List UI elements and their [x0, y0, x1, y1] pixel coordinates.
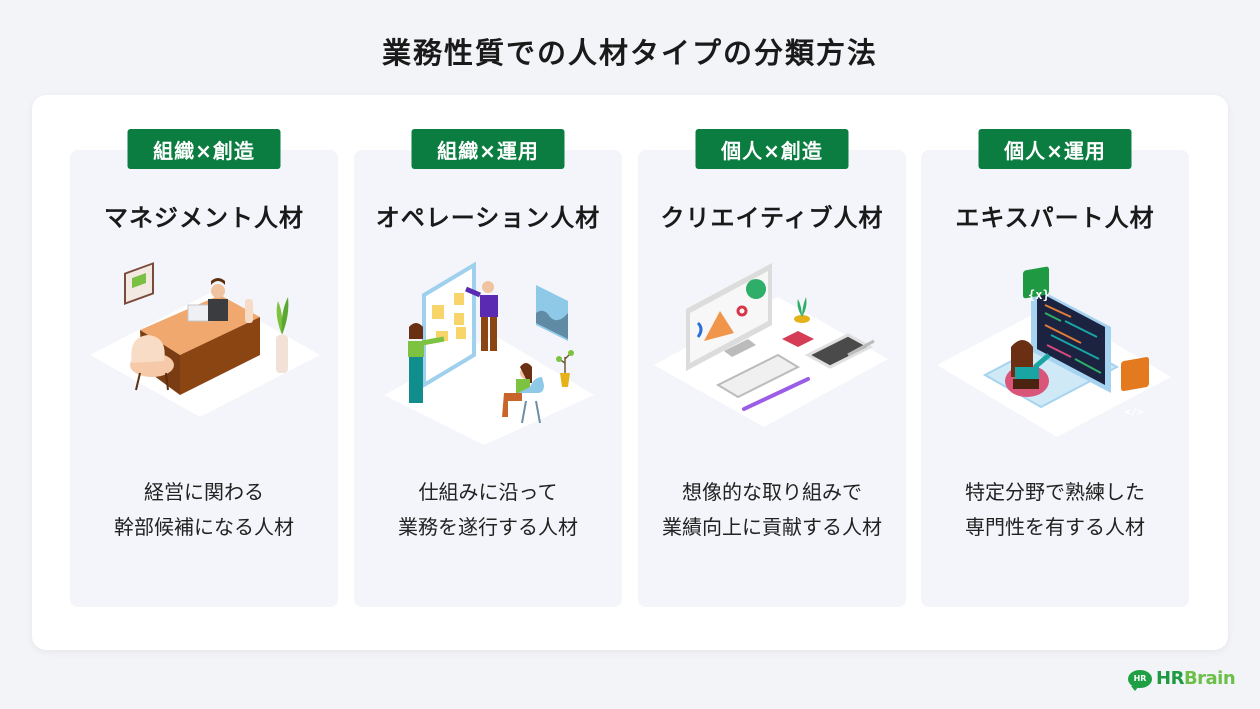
logo-brain-text: Brain	[1183, 668, 1236, 689]
description-line-2: 専門性を有する人材	[965, 515, 1145, 539]
speech-bubble-icon: HR	[1128, 669, 1152, 691]
type-card-operation: 組織×運用 オペレーション人材 仕組みに沿って 業務を遂行する	[354, 129, 622, 607]
svg-text:</>: </>	[1125, 407, 1143, 418]
logo-hr-text: HR	[1156, 668, 1184, 689]
type-title: クリエイティブ人材	[660, 204, 884, 232]
hrbrain-logo: HR HRBrain	[1128, 668, 1236, 691]
type-description: 経営に関わる 幹部候補になる人材	[70, 475, 338, 545]
description-line-1: 特定分野で熟練した	[965, 480, 1145, 504]
type-card-expert: 個人×運用 エキスパート人材 {x} </> 特定分野で熟練した 専門性を有する…	[921, 129, 1189, 607]
programmer-laptop-illustration: {x} </>	[937, 266, 1171, 437]
page-title: 業務性質での人材タイプの分類方法	[381, 36, 878, 70]
logo-wordmark: HRBrain	[1156, 668, 1236, 689]
description-line-1: 経営に関わる	[144, 480, 264, 504]
type-title: エキスパート人材	[955, 204, 1155, 232]
type-title: オペレーション人材	[375, 204, 601, 232]
type-card-management: 組織×創造 マネジメント人材 経営に関わる 幹部候補になる人材	[70, 129, 338, 607]
description-line-1: 想像的な取り組みで	[682, 480, 862, 504]
category-badge: 個人×運用	[978, 129, 1132, 169]
category-badge: 個人×創造	[695, 129, 849, 169]
manager-office-illustration	[90, 262, 320, 417]
category-badge: 組織×運用	[411, 129, 565, 169]
team-whiteboard-illustration	[384, 261, 594, 445]
type-description: 想像的な取り組みで 業績向上に貢献する人材	[638, 475, 906, 545]
designer-desk-illustration	[654, 263, 888, 427]
description-line-2: 業務を遂行する人材	[398, 515, 578, 539]
svg-text:{x}: {x}	[1028, 288, 1050, 302]
description-line-1: 仕組みに沿って	[418, 480, 558, 504]
category-badge: 組織×創造	[127, 129, 281, 169]
description-line-2: 業績向上に貢献する人材	[662, 515, 882, 539]
type-title: マネジメント人材	[104, 204, 304, 232]
type-description: 特定分野で熟練した 専門性を有する人材	[921, 475, 1189, 545]
type-description: 仕組みに沿って 業務を遂行する人材	[354, 475, 622, 545]
description-line-2: 幹部候補になる人材	[114, 515, 294, 539]
type-card-creative: 個人×創造 クリエイティブ人材 想像的な取り組みで 業績向上に貢献する人材	[638, 129, 906, 607]
